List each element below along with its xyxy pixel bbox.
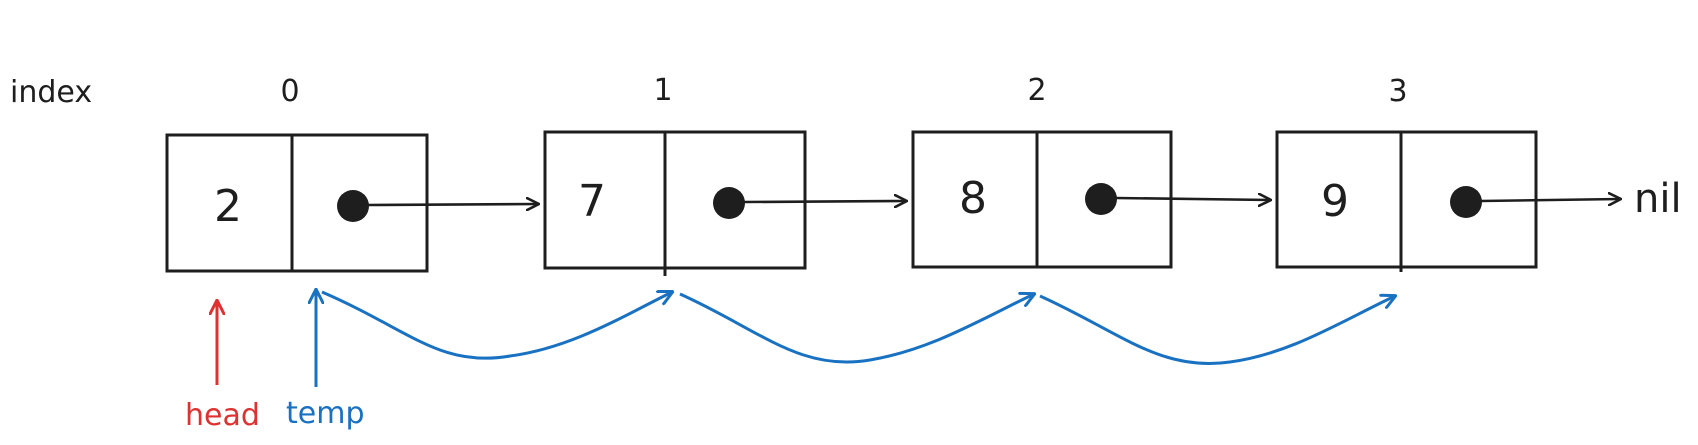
nil-label: nil [1634, 176, 1682, 222]
next-arrow-3-to-nil [1480, 199, 1620, 201]
node-index-2: 2 [1027, 73, 1046, 108]
temp-label: temp [286, 396, 365, 431]
node-pointer-dot-1 [713, 187, 745, 219]
list-node-0: 0 2 [165, 74, 429, 273]
node-pointer-dot-0 [337, 190, 369, 222]
list-node-1: 1 7 [543, 73, 807, 276]
next-arrow-0-to-1 [367, 204, 538, 205]
node-box-1 [543, 130, 807, 270]
node-index-1: 1 [653, 73, 672, 108]
next-arrow-2-to-3 [1115, 198, 1270, 200]
node-value-2: 8 [959, 173, 987, 224]
node-value-0: 2 [214, 181, 242, 232]
node-value-3: 9 [1321, 176, 1349, 227]
list-node-3: 3 9 [1275, 74, 1538, 272]
index-label: index [10, 75, 92, 110]
node-value-1: 7 [578, 176, 606, 227]
traversal-arrow-1-to-2 [679, 294, 1034, 364]
node-index-3: 3 [1388, 74, 1407, 109]
list-node-2: 2 8 [911, 73, 1173, 269]
traversal-arrow-2-to-3 [1039, 296, 1395, 365]
head-label: head [185, 398, 260, 433]
head-pointer: head [185, 301, 260, 433]
node-pointer-dot-3 [1450, 186, 1482, 218]
node-index-0: 0 [280, 74, 299, 109]
node-pointer-dot-2 [1085, 183, 1117, 215]
next-arrow-1-to-2 [743, 201, 906, 202]
node-box-0 [165, 133, 429, 273]
traversal-arrow-0-to-1 [321, 292, 672, 360]
temp-pointer: temp [286, 290, 365, 431]
